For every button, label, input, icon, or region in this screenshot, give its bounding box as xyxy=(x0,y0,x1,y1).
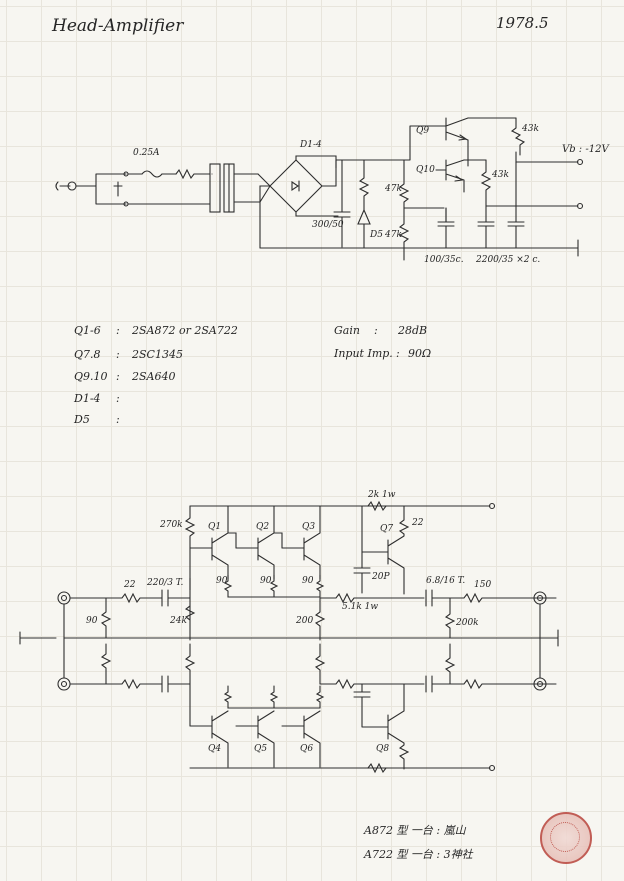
parts-sep-3: : xyxy=(116,370,120,383)
resistor-47k-a-label: 47k xyxy=(385,184,402,194)
capacitor-20p-label: 20P xyxy=(372,572,390,582)
parts-q9-10-label: Q9.10 xyxy=(74,370,108,383)
parts-q9-10-value: 2SA640 xyxy=(132,370,176,383)
resistor-22a-label: 22 xyxy=(412,518,424,528)
fuse-symbol xyxy=(127,168,211,205)
resistor-43k-a-label: 43k xyxy=(522,124,539,134)
specs-sep-1: : xyxy=(374,324,378,337)
transistors-q1-q3 xyxy=(189,505,325,598)
q10-label: Q10 xyxy=(416,165,435,175)
parts-q1-6-value: 2SA872 or 2SA722 xyxy=(132,324,238,337)
q7-label: Q7 xyxy=(380,524,394,534)
vb-label: Vb : -12V xyxy=(562,144,609,155)
zener-label: D5 xyxy=(370,230,383,240)
input-impedance-label: Input Imp. xyxy=(334,347,393,360)
parts-d1-4-label: D1-4 xyxy=(74,392,101,405)
resistor-2k-label: 2k 1w xyxy=(368,490,396,500)
resistor-22b-label: 22 xyxy=(124,580,136,590)
capacitor-2200-label: 2200/35 ×2 c. xyxy=(476,255,541,265)
specs-sep-2: : xyxy=(396,347,400,360)
q8-label: Q8 xyxy=(376,744,390,754)
mains-switch xyxy=(95,171,129,207)
bridge-rectifier xyxy=(257,155,339,249)
page-title: Head-Amplifier xyxy=(52,16,184,36)
q4-label: Q4 xyxy=(208,744,222,754)
resistor-150-label: 150 xyxy=(474,580,492,590)
power-supply-circuit xyxy=(55,117,584,261)
filter-capacitors xyxy=(437,161,584,249)
parts-q1-6-label: Q1-6 xyxy=(74,324,101,337)
zener-d5 xyxy=(357,159,371,249)
resistor-90a-label: 90 xyxy=(216,576,228,586)
transistor-q8 xyxy=(353,683,410,770)
filter-capacitor-300 xyxy=(333,159,351,248)
resistor-200k-label: 200k xyxy=(456,618,479,628)
transistor-q9 xyxy=(445,117,517,167)
note-line-2: A722 型 一台 : 3神社 xyxy=(364,848,473,861)
resistor-24k-label: 24k xyxy=(170,616,187,626)
capacitor-100-label: 100/35c. xyxy=(424,255,464,265)
input-impedance-value: 90Ω xyxy=(408,347,432,360)
parts-d5-label: D5 xyxy=(74,413,90,426)
q3-label: Q3 xyxy=(302,522,316,532)
capacitor-220-label: 220/3 T. xyxy=(147,578,184,588)
resistor-200-label: 200 xyxy=(296,616,314,626)
gain-label: Gain xyxy=(334,324,360,337)
personal-seal-stamp xyxy=(540,812,592,864)
page-date: 1978.5 xyxy=(496,14,549,32)
resistor-270k-label: 270k xyxy=(160,520,183,530)
resistors-43k xyxy=(480,117,584,209)
capacitor-6-8-label: 6.8/16 T. xyxy=(426,576,466,586)
bridge-label: D1-4 xyxy=(300,140,322,150)
parts-sep-2: : xyxy=(116,348,120,361)
transistors-q4-q6 xyxy=(189,685,325,768)
divider-resistors-47k xyxy=(398,159,447,261)
resistor-43k-b-label: 43k xyxy=(492,170,509,180)
transistor-q10 xyxy=(435,159,487,193)
parts-q7-8-label: Q7.8 xyxy=(74,348,101,361)
ac-plug-icon xyxy=(55,181,97,191)
resistor-90d-label: 90 xyxy=(86,616,98,626)
note-line-1: A872 型 一台 : 嵐山 xyxy=(364,824,466,837)
power-transformer xyxy=(209,163,261,213)
q6-label: Q6 xyxy=(300,744,314,754)
gain-value: 28dB xyxy=(398,324,428,337)
fuse-label: 0.25A xyxy=(133,148,160,158)
parts-sep-4: : xyxy=(116,392,120,405)
capacitor-300-label: 300/50 xyxy=(312,220,344,230)
amplifier-circuit xyxy=(19,500,559,774)
parts-sep-5: : xyxy=(116,413,120,426)
resistor-90c-label: 90 xyxy=(302,576,314,586)
q9-label: Q9 xyxy=(416,126,430,136)
parts-q7-8-value: 2SC1345 xyxy=(132,348,183,361)
resistor-90b-label: 90 xyxy=(260,576,272,586)
transistor-q7 xyxy=(353,505,410,595)
resistor-47k-b-label: 47k xyxy=(385,230,402,240)
q5-label: Q5 xyxy=(254,744,268,754)
input-terminals xyxy=(19,591,71,691)
q1-label: Q1 xyxy=(208,522,222,532)
q2-label: Q2 xyxy=(256,522,270,532)
resistor-5-1k-label: 5.1k 1w xyxy=(342,602,379,612)
parts-sep-1: : xyxy=(116,324,120,337)
